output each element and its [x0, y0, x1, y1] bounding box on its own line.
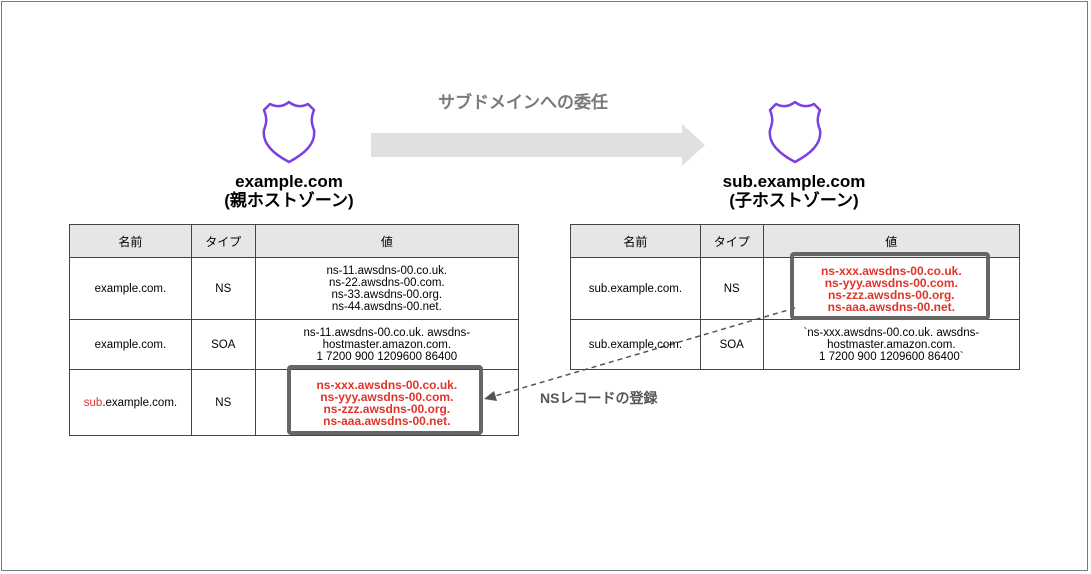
header-name: 名前: [69, 224, 192, 258]
record-name: sub.example.com.: [570, 319, 701, 370]
header-name: 名前: [570, 224, 701, 258]
child-zone-subtitle: (子ホストゾーン): [729, 191, 859, 210]
table-row: sub.example.com. SOA `ns-xxx.awsdns-00.c…: [570, 319, 1021, 370]
header-value: 値: [254, 224, 520, 258]
record-name: sub.example.com.: [69, 369, 192, 436]
parent-ns-highlight-box: [287, 365, 483, 435]
sub-prefix: sub: [83, 396, 103, 409]
record-name: example.com.: [69, 319, 192, 370]
delegation-title: サブドメインへの委任: [438, 93, 608, 112]
record-type: NS: [190, 369, 256, 436]
record-value: ns-xxx.awsdns-00.co.uk. ns-yyy.awsdns-00…: [762, 257, 1021, 320]
table-row: sub.example.com. NS ns-xxx.awsdns-00.co.…: [69, 369, 520, 436]
parent-zone-subtitle: (親ホストゾーン): [224, 191, 354, 210]
header-type: タイプ: [190, 224, 256, 258]
table-header-row: 名前 タイプ 値: [69, 224, 520, 258]
parent-shield-icon: [262, 100, 316, 164]
record-name: sub.example.com.: [570, 257, 701, 320]
record-value: ns-11.awsdns-00.co.uk. awsdns- hostmaste…: [254, 319, 520, 370]
record-name: example.com.: [69, 257, 192, 320]
table-row: sub.example.com. NS ns-xxx.awsdns-00.co.…: [570, 257, 1021, 320]
delegation-arrow: [371, 124, 705, 166]
record-type: SOA: [190, 319, 256, 370]
header-type: タイプ: [699, 224, 764, 258]
record-value: ns-11.awsdns-00.co.uk. ns-22.awsdns-00.c…: [254, 257, 520, 320]
child-shield-icon: [768, 100, 822, 164]
record-value: `ns-xxx.awsdns-00.co.uk. awsdns- hostmas…: [762, 319, 1021, 370]
record-type: NS: [699, 257, 764, 320]
record-type: NS: [190, 257, 256, 320]
record-value: ns-xxx.awsdns-00.co.uk. ns-yyy.awsdns-00…: [254, 369, 520, 436]
parent-zone-name: example.com: [235, 172, 343, 191]
parent-zone-table: 名前 タイプ 値 example.com. NS ns-11.awsdns-00…: [69, 224, 520, 436]
child-ns-highlight-box: [790, 252, 990, 320]
child-zone-name: sub.example.com: [722, 172, 866, 191]
table-row: example.com. NS ns-11.awsdns-00.co.uk. n…: [69, 257, 520, 320]
record-type: SOA: [699, 319, 764, 370]
table-row: example.com. SOA ns-11.awsdns-00.co.uk. …: [69, 319, 520, 370]
ns-registration-label: NSレコードの登録: [540, 390, 658, 406]
